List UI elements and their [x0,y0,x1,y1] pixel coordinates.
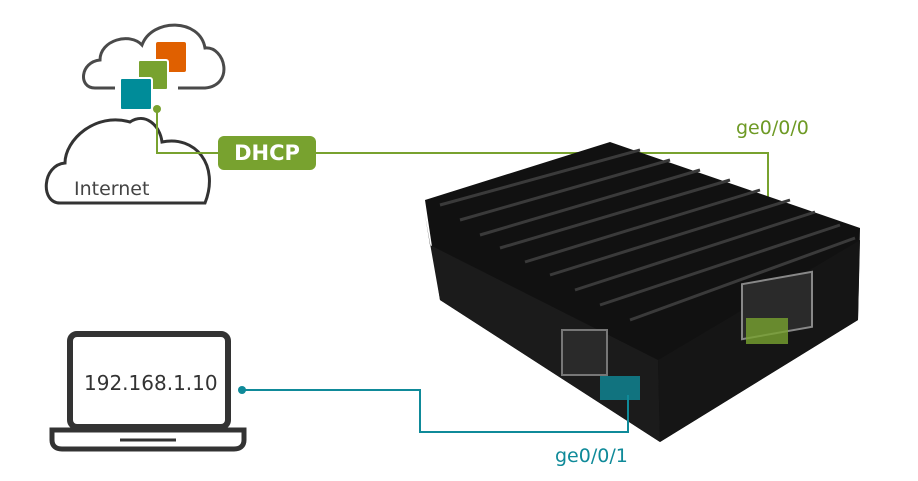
laptop-ip-label: 192.168.1.10 [84,371,218,395]
wan-port-label: ge0/0/0 [736,117,809,139]
laptop-screen [67,331,231,430]
router-device [425,142,860,442]
internet-cloud-icon [44,117,211,205]
cloud-icon [82,23,226,90]
wan-port-highlight [746,318,788,344]
internet-label: Internet [74,178,150,200]
teal-square [119,77,153,111]
lan-port-highlight [600,376,640,400]
lan-port-label: ge0/0/1 [555,445,628,467]
wan-link [156,109,218,154]
dhcp-badge: DHCP [218,136,316,170]
lan-link [242,389,629,433]
